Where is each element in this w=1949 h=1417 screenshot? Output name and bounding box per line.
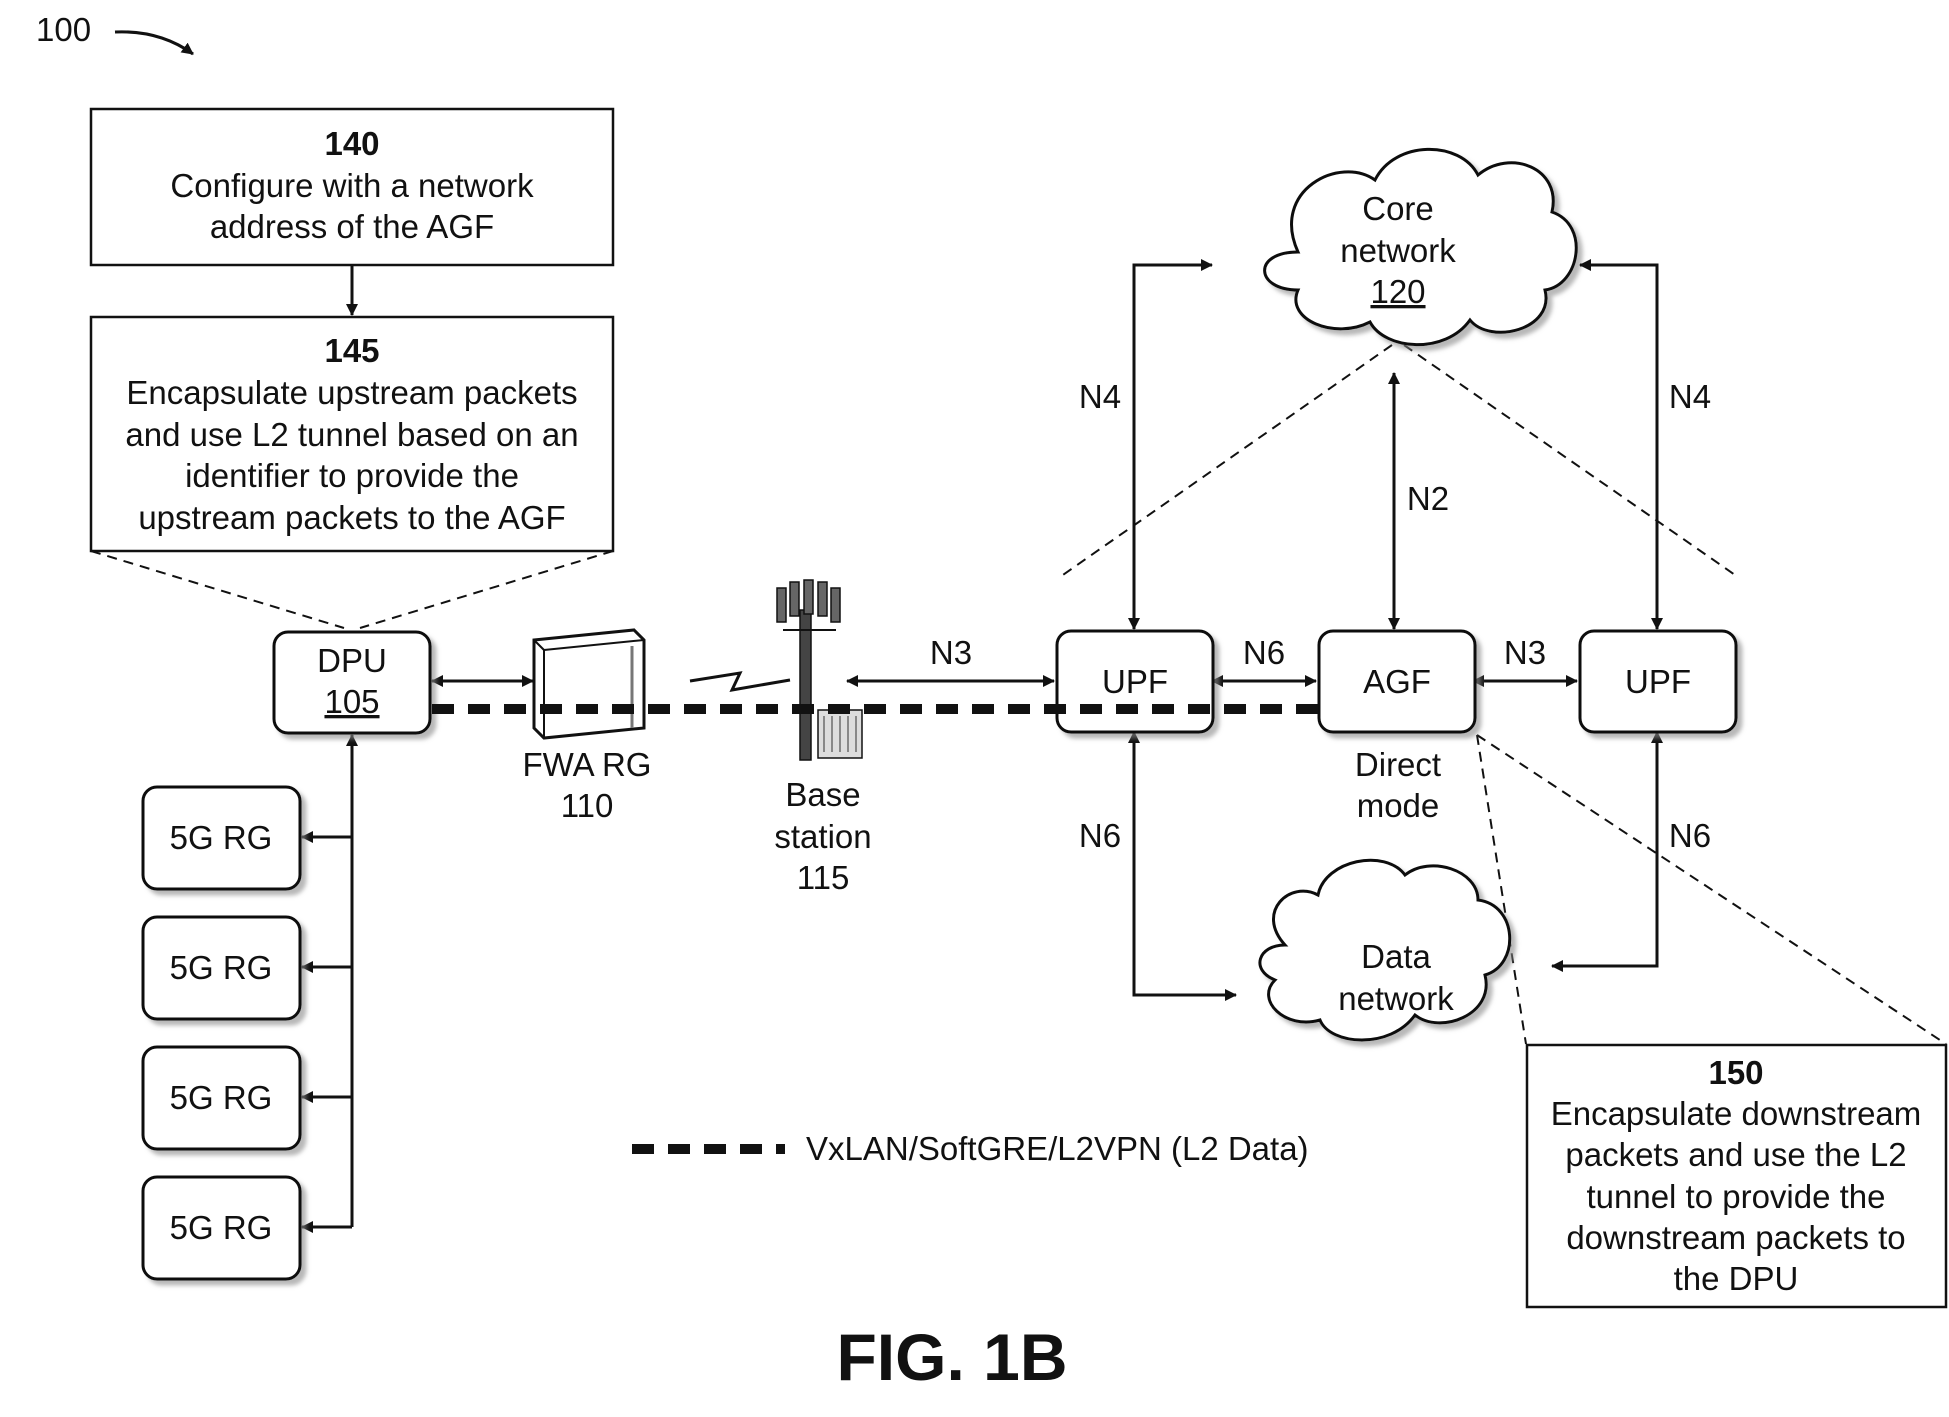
callout-145-right [360,551,613,628]
dpu-label: DPU [317,642,387,679]
core-network-label-line-1: Core [1362,190,1434,227]
core-network-label-line-2: network [1340,232,1456,269]
legend: VxLAN/SoftGRE/L2VPN (L2 Data) [632,1130,1309,1167]
fwa-rg-label: FWA RG [523,746,652,783]
callout-145-left [91,551,344,628]
rg-node-3: 5G RG [143,1047,300,1149]
step-145-text-line-1: Encapsulate upstream packets [126,374,577,411]
agf-node: AGF [1319,631,1475,732]
label-n3-right: N3 [1504,634,1546,671]
step-145-text-line-2: and use L2 tunnel based on an [125,416,578,453]
rg-label: 5G RG [170,819,273,856]
base-station-ref: 115 [797,859,850,896]
step-150-text-line-5: the DPU [1674,1260,1799,1297]
upf-left-label: UPF [1102,663,1168,700]
rg-node-1: 5G RG [143,787,300,889]
label-n2: N2 [1407,480,1449,517]
link-n4-right [1580,265,1657,629]
rg-node-4: 5G RG [143,1177,300,1279]
step-140-number: 140 [324,125,379,162]
step-150-number: 150 [1708,1054,1763,1091]
figure-ref-number: 100 [36,11,91,48]
upf-right-label: UPF [1625,663,1691,700]
upf-right-node: UPF [1580,631,1736,732]
step-150-text-line-3: tunnel to provide the [1586,1178,1885,1215]
data-network-label-line-2: network [1338,980,1454,1017]
step-150-text-line-1: Encapsulate downstream [1551,1095,1922,1132]
dpu-node: DPU 105 [274,632,430,733]
agf-mode-line-1: Direct [1355,746,1441,783]
step-150-text-line-4: downstream packets to [1566,1219,1905,1256]
step-150-box: 150 Encapsulate downstream packets and u… [1527,1045,1946,1307]
figure-caption: FIG. 1B [836,1320,1067,1394]
callout-150-right [1477,735,1946,1044]
link-n6-right [1552,732,1657,966]
link-n4-left [1134,265,1212,629]
dpu-ref: 105 [324,683,379,720]
step-145-number: 145 [324,332,379,369]
core-network-cloud: Core network 120 [1265,149,1577,344]
link-n6-left [1134,732,1236,995]
label-n4-left: N4 [1079,378,1121,415]
legend-tunnel-label: VxLAN/SoftGRE/L2VPN (L2 Data) [806,1130,1309,1167]
step-150-text-line-2: packets and use the L2 [1565,1136,1906,1173]
step-140-box: 140 Configure with a network address of … [91,109,613,265]
step-145-text-line-3: identifier to provide the [185,457,519,494]
step-140-text-line-1: Configure with a network [170,167,534,204]
core-network-ref: 120 [1370,273,1425,310]
label-n3-left: N3 [930,634,972,671]
rg-label: 5G RG [170,1079,273,1116]
rg-label: 5G RG [170,1209,273,1246]
base-station-tower-icon [777,580,862,760]
step-145-text-line-4: upstream packets to the AGF [138,499,565,536]
rg-node-2: 5G RG [143,917,300,1019]
figure-ref-arrow [115,32,193,54]
step-145-box: 145 Encapsulate upstream packets and use… [91,317,613,551]
wireless-link-icon [690,673,790,690]
label-n6-mid: N6 [1243,634,1285,671]
agf-mode-line-2: mode [1357,787,1440,824]
agf-label: AGF [1363,663,1431,700]
data-network-label-line-1: Data [1361,938,1431,975]
label-n6-left: N6 [1079,817,1121,854]
base-station-label-line-2: station [774,818,871,855]
fwa-rg-device-icon [534,630,644,738]
base-station-label-line-1: Base [785,776,860,813]
fwa-rg-ref: 110 [561,787,614,824]
label-n6-right: N6 [1669,817,1711,854]
data-network-cloud: Data network [1260,860,1510,1040]
step-140-text-line-2: address of the AGF [210,208,494,245]
rg-label: 5G RG [170,949,273,986]
upf-left-node: UPF [1057,631,1213,732]
label-n4-right: N4 [1669,378,1711,415]
